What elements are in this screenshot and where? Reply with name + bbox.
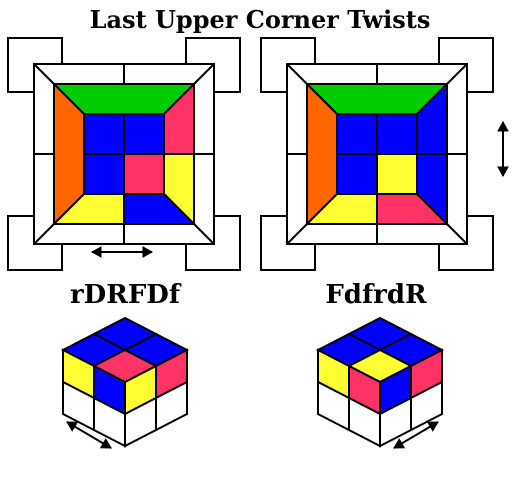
diagonal-line [286, 63, 308, 85]
arrow-head [497, 166, 509, 178]
top-view-right [260, 37, 509, 271]
turn-arrow-left [66, 421, 112, 449]
cube-right-sticker [124, 396, 157, 448]
diagonal-line [33, 223, 55, 245]
arrow-head [66, 421, 79, 432]
arrow-head [426, 421, 439, 432]
diagonal-line [193, 63, 215, 85]
diagonal-line [193, 223, 215, 245]
swap-arrow-vertical [497, 120, 509, 178]
inner-frame [306, 83, 448, 225]
cube-3d-left [60, 316, 190, 449]
algorithm-label-right: FdfrdR [325, 280, 427, 310]
arrow-head [497, 120, 509, 132]
inner-frame [53, 83, 195, 225]
turn-arrow-right [393, 421, 439, 449]
top-face-sticker [123, 153, 165, 195]
top-face-sticker [336, 153, 378, 195]
top-face-sticker [336, 113, 378, 155]
diagonal-line [286, 223, 308, 245]
top-face-sticker [376, 153, 418, 195]
arrow-head [142, 246, 154, 258]
arrow-head [99, 438, 112, 449]
swap-arrow-horizontal [90, 246, 154, 258]
diagonal-line [33, 63, 55, 85]
diagonal-line [446, 223, 468, 245]
top-face-sticker [123, 113, 165, 155]
top-view-left [7, 37, 241, 271]
cube-3d-right [315, 316, 445, 449]
arrow-head [90, 246, 102, 258]
diagonal-line [446, 63, 468, 85]
algorithm-label-left: rDRFDf [70, 280, 182, 310]
arrow-head [393, 438, 406, 449]
top-face-sticker [83, 153, 125, 195]
top-face-sticker [376, 113, 418, 155]
top-face-sticker [83, 113, 125, 155]
page-title: Last Upper Corner Twists [90, 5, 431, 34]
cube-right-sticker [379, 396, 412, 448]
